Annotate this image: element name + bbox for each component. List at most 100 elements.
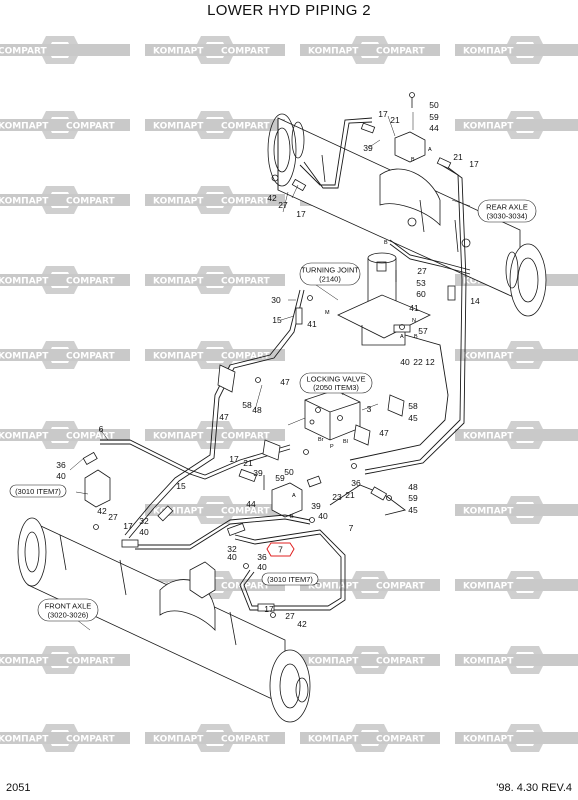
svg-text:COMPART: COMPART — [221, 582, 270, 592]
fittings — [82, 122, 456, 612]
svg-text:A: A — [292, 493, 296, 499]
svg-text:15: 15 — [176, 481, 186, 491]
callout-item-3010-bottom: (3010 ITEM7) — [267, 575, 313, 584]
svg-text:COMPART: COMPART — [221, 735, 270, 745]
svg-text:47: 47 — [219, 412, 229, 422]
svg-text:17: 17 — [264, 604, 274, 614]
svg-text:KOMПАРТ: KOMПАРТ — [308, 657, 359, 667]
svg-text:KOMПАРТ: KOMПАРТ — [153, 47, 204, 57]
svg-text:44: 44 — [429, 123, 439, 133]
hardware — [93, 92, 415, 618]
svg-text:44: 44 — [246, 499, 256, 509]
svg-text:17: 17 — [296, 209, 306, 219]
svg-text:KOMПАРТ: KOMПАРТ — [153, 197, 204, 207]
svg-text:17: 17 — [123, 521, 133, 531]
svg-text:KOMПАРТ: KOMПАРТ — [463, 735, 514, 745]
svg-text:40: 40 — [56, 471, 66, 481]
locking-valve — [304, 389, 361, 441]
svg-text:42: 42 — [267, 193, 277, 203]
callout-turning-joint: TURNING JOINT — [301, 266, 359, 275]
svg-text:KOMПАРТ: KOMПАРТ — [308, 47, 359, 57]
svg-text:40: 40 — [318, 511, 328, 521]
page-number: 2051 — [6, 782, 31, 794]
svg-text:B: B — [384, 240, 388, 246]
svg-text:(2050 ITEM3): (2050 ITEM3) — [313, 383, 359, 392]
page-title: LOWER HYD PIPING 2 — [207, 2, 371, 19]
svg-text:COMPART: COMPART — [66, 277, 115, 287]
svg-text:50: 50 — [429, 100, 439, 110]
svg-text:KOMПАРТ: KOMПАРТ — [308, 735, 359, 745]
svg-text:27: 27 — [108, 512, 118, 522]
svg-text:COMPART: COMPART — [221, 47, 270, 57]
svg-text:41: 41 — [307, 319, 317, 329]
svg-text:59: 59 — [408, 493, 418, 503]
svg-text:COMPART: COMPART — [221, 197, 270, 207]
svg-text:17: 17 — [469, 159, 479, 169]
svg-text:7: 7 — [349, 523, 354, 533]
svg-text:KOMПАРТ: KOMПАРТ — [153, 735, 204, 745]
svg-text:COMPART: COMPART — [221, 507, 270, 517]
svg-text:21: 21 — [453, 152, 463, 162]
svg-text:COMPART: COMPART — [66, 122, 115, 132]
svg-text:B: B — [411, 157, 415, 163]
svg-text:48: 48 — [408, 482, 418, 492]
svg-text:KOMПАРТ: KOMПАРТ — [153, 122, 204, 132]
svg-text:COMPART: COMPART — [66, 735, 115, 745]
front-axle — [17, 469, 311, 723]
callout-frames — [9, 199, 537, 622]
svg-text:B: B — [414, 334, 418, 340]
svg-text:COMPART: COMPART — [221, 352, 270, 362]
svg-text:COMPART: COMPART — [376, 735, 425, 745]
svg-text:17: 17 — [378, 109, 388, 119]
svg-text:3: 3 — [367, 404, 372, 414]
svg-text:Br: Br — [318, 437, 324, 443]
svg-text:KOMПАРТ: KOMПАРТ — [463, 122, 514, 132]
line-art — [9, 92, 547, 723]
svg-text:Bl: Bl — [343, 439, 348, 445]
svg-text:59: 59 — [275, 473, 285, 483]
svg-text:39: 39 — [253, 468, 263, 478]
svg-text:47: 47 — [379, 428, 389, 438]
svg-text:53: 53 — [416, 278, 426, 288]
svg-text:45: 45 — [408, 413, 418, 423]
svg-text:P: P — [330, 444, 334, 450]
svg-text:40: 40 — [257, 562, 267, 572]
svg-text:COMPART: COMPART — [221, 122, 270, 132]
part-numbers: 50 59 44 17 21 39 21 17 42 27 17 27 53 6… — [56, 100, 480, 629]
svg-text:COMPART: COMPART — [376, 582, 425, 592]
svg-text:COMPART: COMPART — [376, 657, 425, 667]
svg-text:23: 23 — [332, 492, 342, 502]
svg-text:36: 36 — [56, 460, 66, 470]
svg-text:42: 42 — [97, 506, 107, 516]
svg-text:KOMПАРТ: KOMПАРТ — [463, 507, 514, 517]
svg-text:KOMПАРТ: KOMПАРТ — [0, 352, 49, 362]
callout-rear-axle: REAR AXLE — [486, 203, 528, 212]
svg-text:(2140): (2140) — [319, 275, 341, 284]
svg-text:(3020-3026): (3020-3026) — [48, 611, 89, 620]
svg-text:41: 41 — [409, 303, 419, 313]
callout-item-3010-left: (3010 ITEM7) — [15, 487, 61, 496]
svg-text:14: 14 — [470, 296, 480, 306]
svg-text:59: 59 — [429, 112, 439, 122]
svg-text:(3030-3034): (3030-3034) — [487, 212, 528, 221]
svg-text:36: 36 — [351, 478, 361, 488]
svg-text:COMPART: COMPART — [221, 432, 270, 442]
svg-text:KOMПАРТ: KOMПАРТ — [0, 197, 49, 207]
highlighted-part: 7 — [266, 542, 295, 557]
svg-text:32: 32 — [227, 544, 237, 554]
svg-text:KOMПАРТ: KOMПАРТ — [0, 277, 49, 287]
svg-text:45: 45 — [408, 505, 418, 515]
svg-text:KOMПАРТ: KOMПАРТ — [463, 352, 514, 362]
svg-text:KOMПАРТ: KOMПАРТ — [153, 507, 204, 517]
svg-text:KOMПАРТ: KOMПАРТ — [0, 432, 49, 442]
svg-text:27: 27 — [285, 611, 295, 621]
svg-text:30: 30 — [271, 295, 281, 305]
svg-text:B: B — [290, 514, 294, 520]
svg-text:KOMПАРТ: KOMПАРТ — [463, 657, 514, 667]
svg-text:22: 22 — [413, 357, 423, 367]
svg-text:12: 12 — [425, 357, 435, 367]
svg-text:KOMПАРТ: KOMПАРТ — [153, 432, 204, 442]
callout-locking-valve: LOCKING VALVE — [307, 375, 366, 384]
hydraulic-lines — [100, 117, 471, 611]
